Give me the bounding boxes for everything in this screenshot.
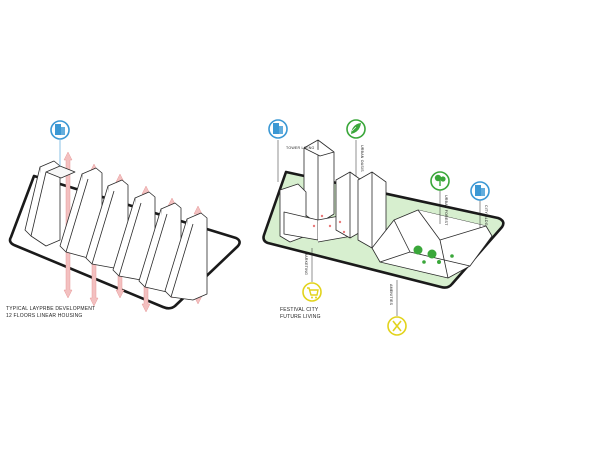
trees [413, 245, 454, 264]
label-city-bldg: CITY BLDG [484, 205, 488, 226]
tree-icon [430, 171, 450, 191]
left-caption-line2: 12 FLOORS LINEAR HOUSING [6, 313, 83, 319]
label-tower-living: TOWER LIVING [286, 146, 315, 150]
label-amenities: AMENITIES [389, 284, 393, 306]
right-caption-line2: FUTURE LIVING [280, 314, 321, 320]
building-icon [470, 181, 490, 201]
right-caption: FESTIVAL CITY FUTURE LIVING [280, 307, 321, 321]
leader-lines [277, 140, 481, 316]
right-caption-line1: FESTIVAL CITY [280, 307, 319, 313]
leaf-icon [346, 119, 366, 139]
people-dots [312, 214, 346, 234]
right-buildings [279, 139, 493, 279]
building-icon [50, 120, 70, 166]
cutlery-icon [387, 316, 407, 336]
building-icon [268, 119, 288, 139]
left-caption: TYPICAL LAYPRBE DEVELOPMENT 12 FLOORS LI… [6, 306, 95, 320]
label-urban-forest: URBAN FOREST [444, 195, 448, 226]
cart-icon [302, 282, 322, 302]
left-caption-line1: TYPICAL LAYPRBE DEVELOPMENT [6, 306, 96, 312]
label-urban-oasis: URBAN OASIS [360, 145, 364, 172]
label-marketing: MARKETING [304, 252, 308, 276]
left-linear-blocks [24, 160, 208, 301]
